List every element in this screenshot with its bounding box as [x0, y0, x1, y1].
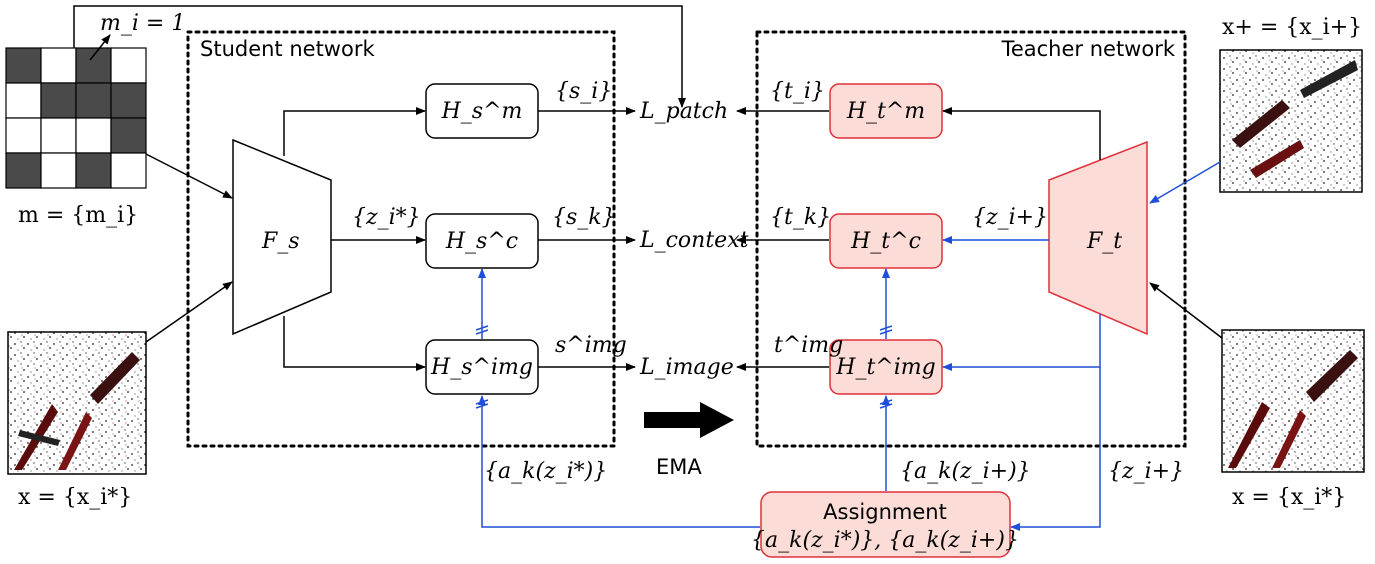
- context-loss: L_context: [639, 228, 749, 253]
- student-s-k-label: {s_k}: [552, 205, 616, 230]
- teacher-encoder-to-patch-head: [942, 107, 1101, 160]
- teacher-network-title: Teacher network: [1001, 37, 1176, 61]
- teacher-context-head-label: H_t^c: [850, 229, 921, 254]
- teacher-encoder-to-image-head: [942, 314, 1101, 371]
- mask-cell-masked: [110, 117, 147, 154]
- teacher-encoder-label: F_t: [1086, 229, 1122, 254]
- teacher-bottom-input-caption: x = {x_i*}: [1232, 485, 1346, 510]
- mask-cell-visible: [110, 47, 147, 84]
- assignment-to-student-image-head: [478, 395, 760, 528]
- mask-cell-visible: [75, 117, 112, 154]
- student-s-i-label: {s_i}: [555, 79, 612, 104]
- mask-to-student-arrow: [145, 153, 233, 199]
- mask-cell-visible: [40, 152, 77, 189]
- student-encoder-label: F_s: [261, 229, 300, 254]
- ema-label: EMA: [656, 455, 702, 479]
- mask-cell-visible: [110, 152, 147, 189]
- teacher-encoder-shape: [1048, 140, 1148, 336]
- mask-cell-visible: [5, 82, 42, 119]
- student-encoder-shape: [232, 138, 332, 336]
- student-encoder-to-image-head: [283, 316, 426, 371]
- mask-cell-masked: [75, 82, 112, 119]
- mask-cell-visible: [40, 117, 77, 154]
- image-loss: L_image: [639, 355, 734, 380]
- mask-cell-masked: [40, 82, 77, 119]
- ema-arrow: [644, 402, 734, 438]
- teacher-t-k-label: {t_k}: [770, 205, 831, 230]
- patch-loss: L_patch: [639, 99, 728, 124]
- student-input-image: [7, 331, 147, 475]
- student-input-caption: x = {x_i*}: [18, 485, 132, 510]
- student-patch-head-label: H_s^m: [441, 99, 523, 124]
- assignment-z-plus-label: {z_i+}: [1108, 459, 1184, 484]
- mask-cell-masked: [5, 47, 42, 84]
- student-network-title: Student network: [200, 37, 375, 61]
- mask-cell-masked: [110, 82, 147, 119]
- mask-cell-masked: [75, 47, 112, 84]
- mask-caption: m = {m_i}: [18, 203, 138, 228]
- mask-cell-visible: [5, 117, 42, 154]
- student-z-star-label: {z_i*}: [352, 205, 421, 230]
- teacher-z-plus-label: {z_i+}: [972, 205, 1048, 230]
- teacher-patch-head-label: H_t^m: [846, 99, 925, 124]
- student-encoder-to-patch-head: [283, 107, 426, 156]
- assignment-teacher-label: {a_k(z_i+)}: [900, 459, 1031, 484]
- mask-annotation: m_i = 1: [100, 11, 185, 36]
- student-image-head-label: H_s^img: [430, 355, 533, 380]
- teacher-bottom-image-arrow: [1149, 282, 1223, 339]
- student-network-region: [186, 30, 616, 448]
- mask-grid: [5, 47, 147, 189]
- mask-cell-masked: [5, 152, 42, 189]
- teacher-top-input-caption: x+ = {x_i+}: [1222, 15, 1362, 40]
- teacher-bottom-input-image: [1221, 329, 1365, 473]
- assignment-title: Assignment: [823, 500, 947, 524]
- student-s-img-label: s^img: [555, 333, 627, 358]
- mask-cell-masked: [75, 152, 112, 189]
- image-to-student-arrow: [145, 281, 233, 343]
- teacher-network-region: [755, 30, 1187, 448]
- assignment-formula: {a_k(z_i*)}, {a_k(z_i+)}: [751, 528, 1019, 553]
- mask-cell-visible: [40, 47, 77, 84]
- teacher-top-input-image: [1219, 49, 1363, 193]
- teacher-image-head-label: H_t^img: [835, 355, 935, 380]
- teacher-encoder-to-assignment: [1010, 367, 1101, 531]
- teacher-top-image-arrow: [1149, 161, 1221, 204]
- teacher-t-i-label: {t_i}: [770, 79, 825, 104]
- teacher-t-img-label: t^img: [774, 333, 843, 358]
- student-context-head-label: H_s^c: [445, 229, 518, 254]
- mask-annotation-arrow: [89, 34, 111, 61]
- mask-arrow-to-patch-loss: [73, 5, 686, 108]
- assignment-student-label: {a_k(z_i*)}: [484, 459, 607, 484]
